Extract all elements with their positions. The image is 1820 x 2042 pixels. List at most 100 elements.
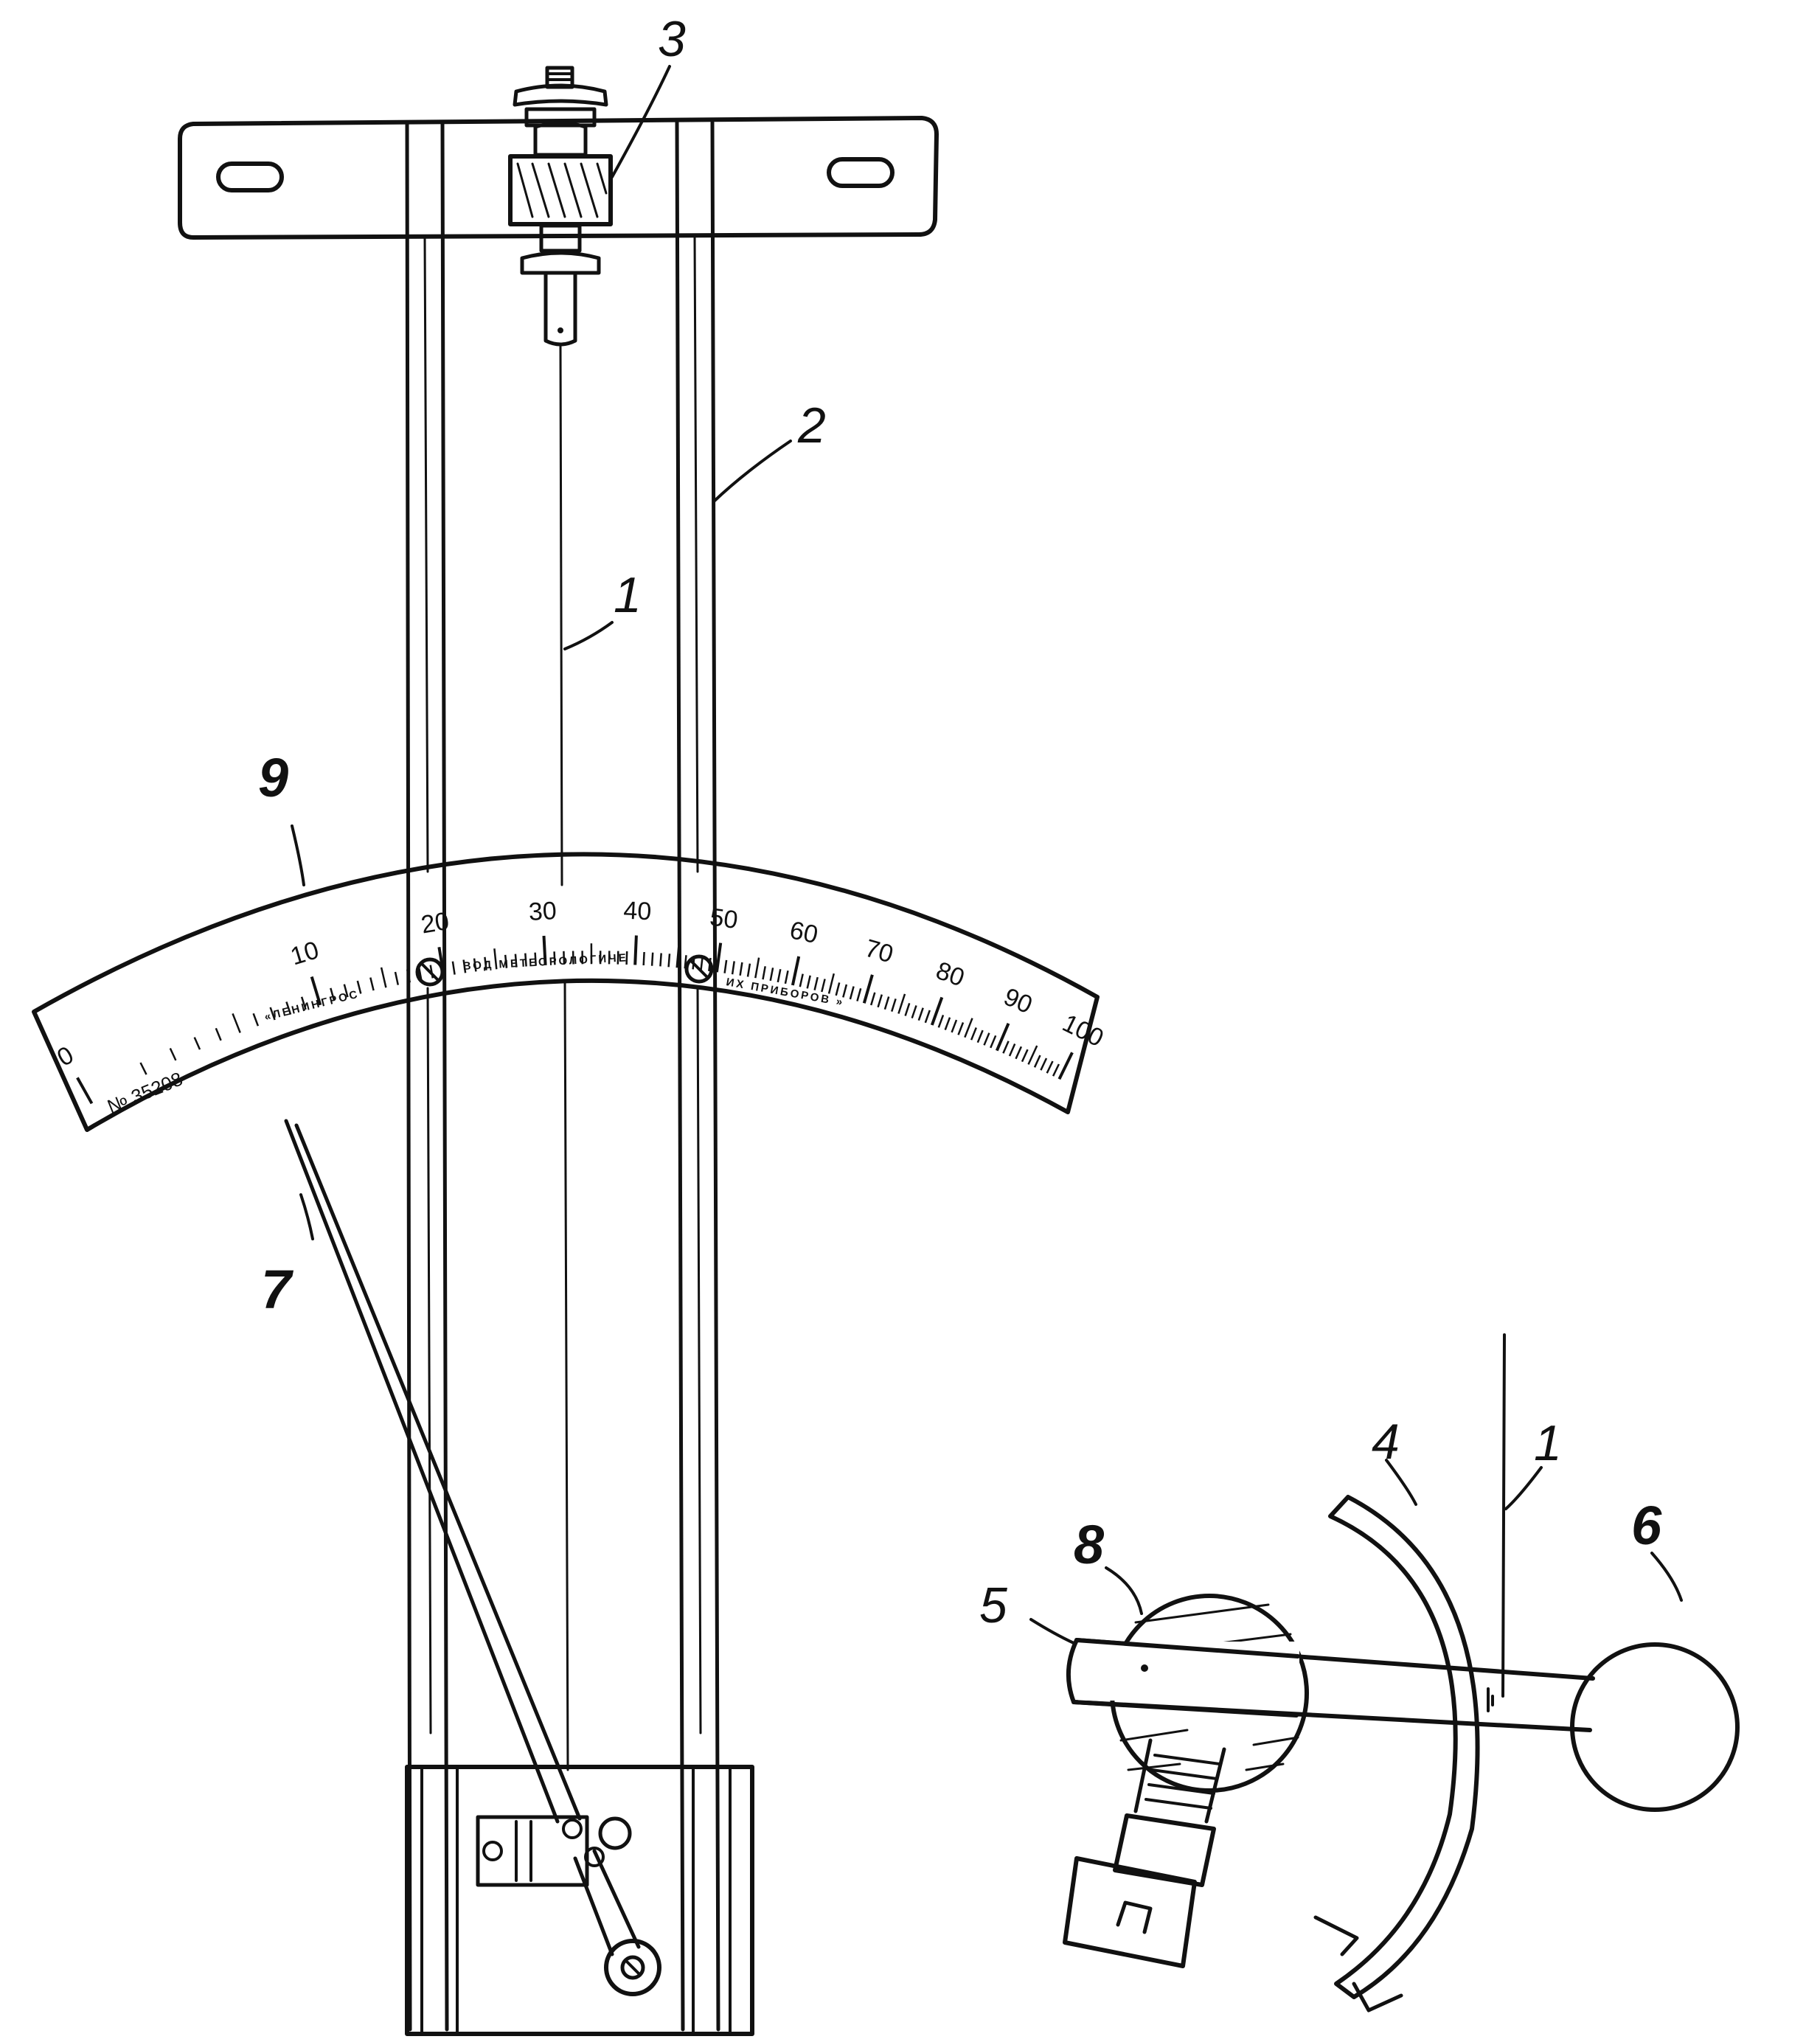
scale-tick: [746, 963, 751, 977]
scale-label: 50: [708, 903, 739, 935]
scale-tick: [139, 1062, 147, 1075]
detail-hair: [1501, 1333, 1506, 1698]
scale-tick: [76, 1077, 94, 1105]
scale-arc: [32, 852, 1100, 1132]
scale-label: 80: [932, 956, 968, 993]
scale-tick: [356, 980, 362, 994]
hair-bundle: [559, 345, 569, 1771]
scale-tick: [1027, 1045, 1038, 1065]
clamp-head: [1066, 1594, 1309, 1793]
scale-tick: [633, 935, 638, 965]
scale-tick: [451, 961, 456, 975]
scale-tick: [462, 959, 467, 973]
scale-tick: [1040, 1058, 1048, 1071]
adjusting-screw: [508, 66, 613, 347]
scale-tick: [970, 1027, 977, 1041]
scale-tick: [731, 961, 735, 975]
scale-tick: [514, 954, 518, 968]
callout-1-main: 1: [614, 567, 642, 623]
scale-tick: [951, 1019, 958, 1033]
scale-tick: [870, 992, 876, 1006]
scale-tick: [1033, 1055, 1041, 1068]
scale-label: 70: [862, 934, 897, 969]
callout-3: 3: [658, 11, 686, 67]
callout-7: 7: [261, 1259, 294, 1320]
scale-tick: [563, 951, 566, 965]
scale-tick: [473, 958, 477, 972]
scale-tick: [484, 956, 487, 970]
scale-tick: [897, 993, 906, 1014]
pointer-axle: [604, 1939, 661, 1996]
detail-inset: [1063, 1333, 1740, 2013]
scale-tick: [964, 1018, 973, 1038]
scale-tick: [1008, 1043, 1016, 1057]
scale-label: 20: [419, 907, 451, 940]
scale-tick: [1021, 1049, 1029, 1063]
scale-screw-right: [684, 954, 714, 984]
scale-tick: [534, 952, 537, 966]
scale-tick: [504, 954, 508, 968]
callout-leaders: [291, 65, 1683, 1645]
right-rail: [675, 120, 720, 2032]
callout-2: 2: [797, 397, 826, 454]
callout-4: 4: [1372, 1414, 1400, 1470]
scale-tick: [877, 994, 883, 1008]
scale-tick: [983, 1032, 990, 1046]
scale-tick: [625, 951, 628, 965]
scale-tick: [821, 979, 826, 993]
scale-tick: [769, 968, 774, 982]
scale-tick: [542, 935, 547, 966]
scale-tick: [667, 954, 671, 968]
scale-tick: [754, 957, 760, 979]
scale-tick: [862, 974, 874, 1004]
scale-screw-left: [415, 957, 445, 987]
scale-tick: [715, 942, 723, 973]
callout-9: 9: [258, 747, 288, 808]
scale-tick: [891, 999, 897, 1012]
scale-tick: [524, 953, 527, 967]
scale-tick: [799, 973, 804, 987]
scale-tick: [616, 951, 619, 965]
callout-6: 6: [1631, 1495, 1662, 1556]
scale-tick: [937, 1014, 945, 1028]
scale-tick: [842, 984, 848, 998]
scale-tick: [700, 956, 704, 970]
callout-1-detail: 1: [1534, 1415, 1562, 1471]
scale-tick: [995, 1023, 1010, 1052]
top-plate: [178, 116, 939, 240]
scale-tick: [310, 976, 322, 1006]
scale-tick: [924, 1010, 931, 1024]
scale-tick: [835, 982, 841, 996]
scale-tick: [300, 996, 307, 1010]
scale-tick: [791, 956, 801, 986]
scale-label: 30: [528, 897, 558, 926]
scale-tick: [762, 966, 766, 980]
scale-label: 10: [288, 936, 322, 970]
left-rail: [405, 120, 449, 2032]
scale-tick: [406, 969, 411, 983]
scale-tick: [883, 996, 890, 1010]
scale-label: 40: [623, 897, 653, 926]
scale-label: 60: [788, 916, 821, 949]
scale-tick: [369, 977, 375, 991]
callout-8: 8: [1074, 1514, 1105, 1575]
scale-tick: [944, 1017, 951, 1031]
left-mount-slot: [216, 162, 284, 192]
scale-tick: [193, 1037, 201, 1050]
scale-tick: [1057, 1052, 1074, 1080]
detail-arc: [1328, 1495, 1480, 1999]
scale-tick: [394, 971, 400, 985]
scale-tick: [675, 947, 680, 968]
scale-tick: [777, 968, 782, 983]
serial-number: № 35208: [104, 1068, 186, 1118]
scale-ticks: [76, 935, 1074, 1105]
scale-tick: [659, 953, 662, 967]
scale-tick: [849, 986, 855, 1000]
clamp-screw: [1063, 1738, 1226, 1968]
scale-tick: [739, 962, 743, 976]
scale-tick: [806, 975, 811, 989]
block-hole: [598, 1816, 632, 1850]
scale-tick: [232, 1013, 241, 1033]
pointer-crank: [573, 1849, 641, 1956]
